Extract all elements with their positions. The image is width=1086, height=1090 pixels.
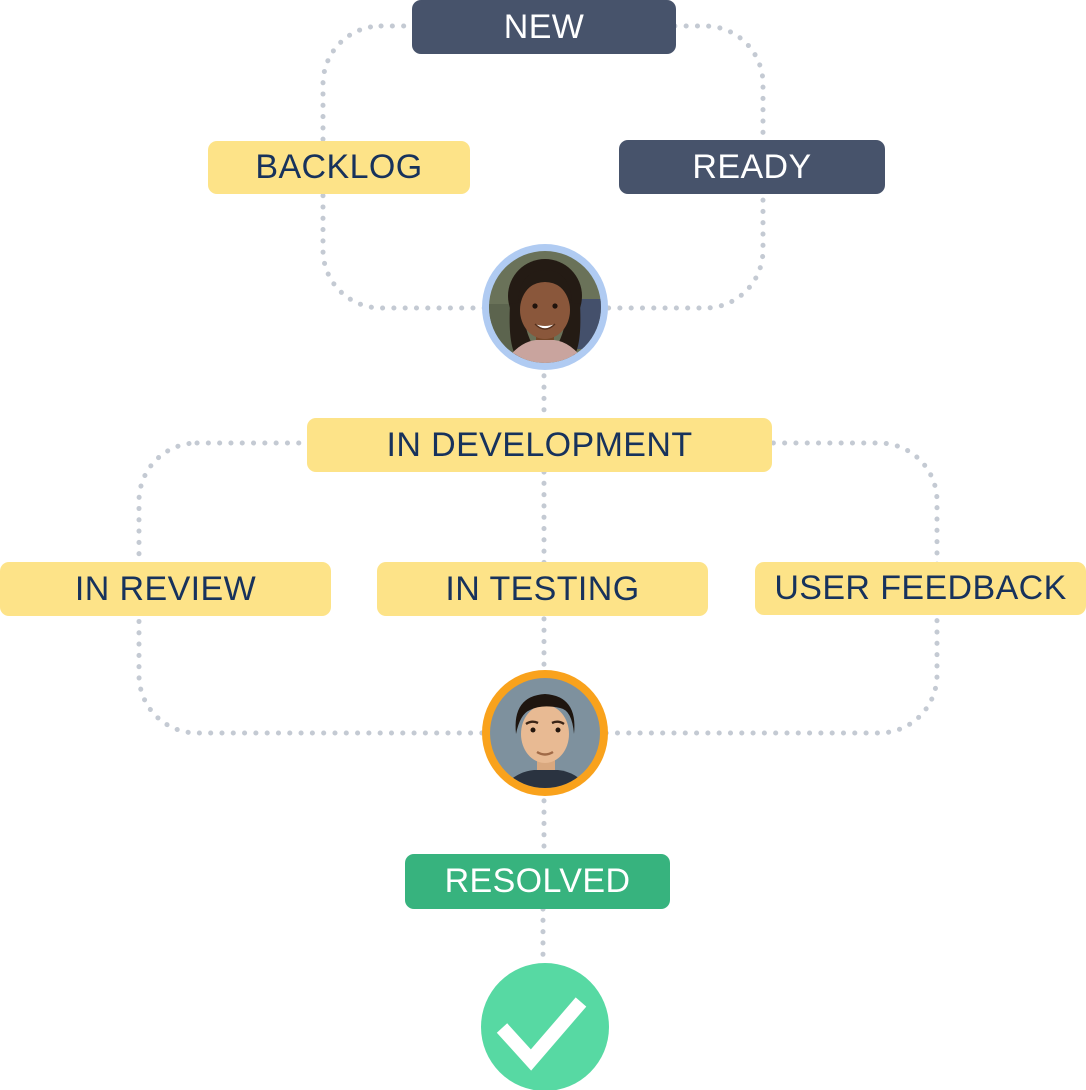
status-badge-backlog: BACKLOG	[208, 141, 470, 194]
status-badge-resolved: RESOLVED	[405, 854, 670, 909]
avatar-assignee-1	[482, 244, 608, 370]
check-icon	[481, 963, 609, 1090]
done-check	[481, 963, 609, 1090]
avatar-1-image	[482, 244, 608, 370]
status-badge-in-testing: IN TESTING	[377, 562, 708, 616]
status-badge-user-feedback: USER FEEDBACK	[755, 562, 1086, 615]
status-badge-ready: READY	[619, 140, 885, 194]
avatar-2-image	[482, 670, 608, 796]
avatar-assignee-2	[482, 670, 608, 796]
status-badge-new: NEW	[412, 0, 676, 54]
status-badge-in-review: IN REVIEW	[0, 562, 331, 616]
status-badge-in-development: IN DEVELOPMENT	[307, 418, 772, 472]
